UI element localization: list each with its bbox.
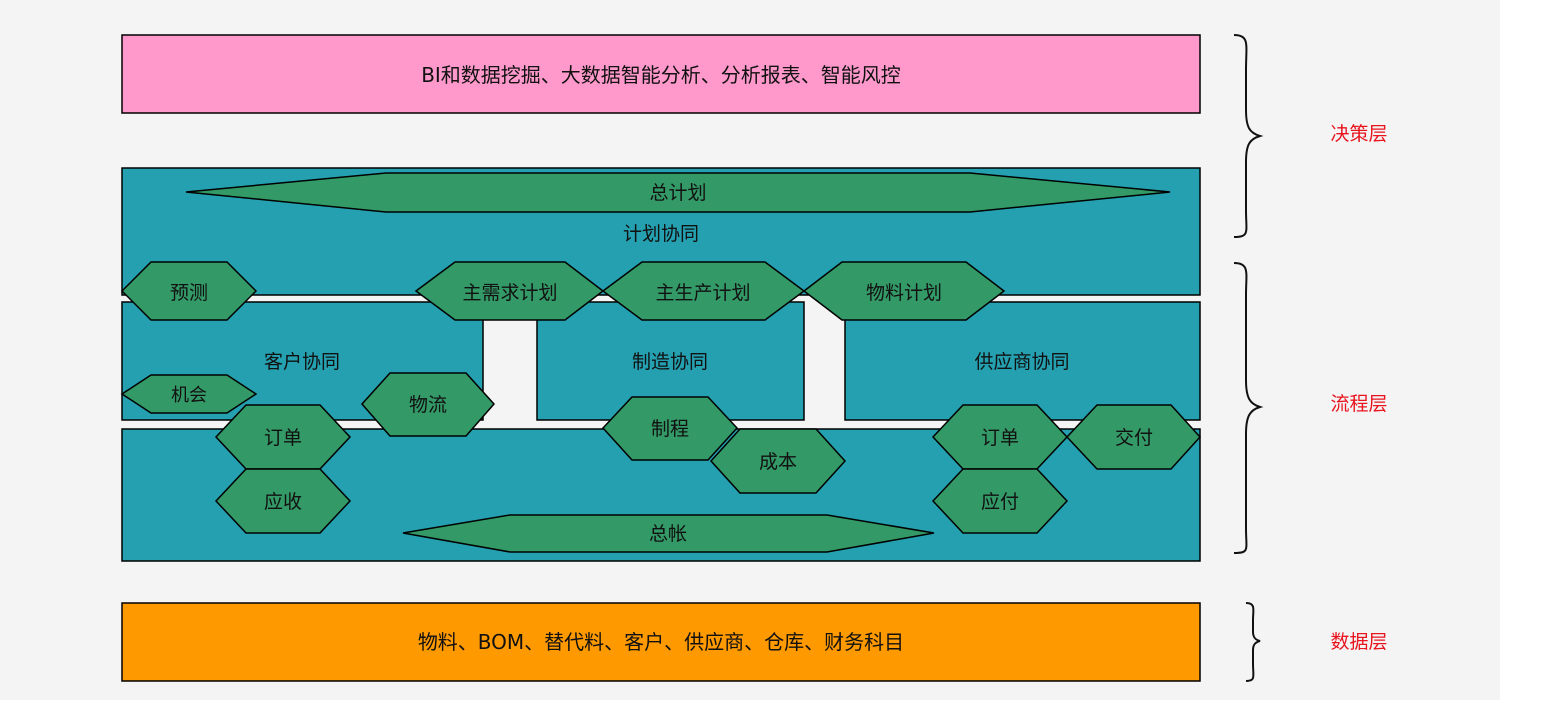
forecast-label: 预测 <box>170 282 208 304</box>
forecast-node <box>120 261 258 321</box>
cost-label: 成本 <box>759 451 797 473</box>
general-ledger-arrow <box>402 514 935 553</box>
planning-title: 计划协同 <box>623 223 699 245</box>
decision-layer-brace <box>1233 34 1264 238</box>
supplier-order-label: 订单 <box>981 427 1019 449</box>
data-layer-label: 数据层 <box>1330 631 1387 653</box>
process-route-node <box>601 396 739 461</box>
logistics-node <box>360 372 496 437</box>
mps-demand-label: 主需求计划 <box>462 282 557 304</box>
delivery-label: 交付 <box>1115 427 1153 449</box>
mps-production-label: 主生产计划 <box>655 282 750 304</box>
general-ledger-label: 总帐 <box>649 523 687 545</box>
opportunity-node <box>120 374 258 414</box>
payable-node <box>931 468 1069 534</box>
decision-box <box>121 34 1201 114</box>
material-plan-label: 物料计划 <box>866 282 942 304</box>
delivery-node <box>1065 404 1202 470</box>
material-plan-node <box>802 261 1006 321</box>
manufacturing-panel-title: 制造协同 <box>632 351 708 373</box>
decision-box-text: BI和数据挖掘、大数据智能分析、分析报表、智能风控 <box>421 63 901 87</box>
customer-panel-title: 客户协同 <box>264 351 340 373</box>
payable-label: 应付 <box>981 491 1019 513</box>
process-route-label: 制程 <box>651 418 689 440</box>
master-plan-label: 总计划 <box>649 182 706 204</box>
supplier-panel-title: 供应商协同 <box>974 351 1069 373</box>
master-plan-arrow <box>185 172 1171 213</box>
customer-order-label: 订单 <box>264 427 302 449</box>
data-box <box>121 602 1201 682</box>
receivable-node <box>214 468 352 534</box>
process-layer-label: 流程层 <box>1330 393 1387 415</box>
receivable-label: 应收 <box>264 491 302 513</box>
logistics-label: 物流 <box>409 394 447 416</box>
data-box-text: 物料、BOM、替代料、客户、供应商、仓库、财务科目 <box>418 630 904 654</box>
data-layer-brace <box>1245 602 1261 682</box>
process-layer-brace <box>1233 262 1264 554</box>
opportunity-label: 机会 <box>171 385 207 406</box>
decision-layer-label: 决策层 <box>1330 123 1387 145</box>
cost-node <box>709 428 847 494</box>
supplier-panel <box>844 301 1201 421</box>
